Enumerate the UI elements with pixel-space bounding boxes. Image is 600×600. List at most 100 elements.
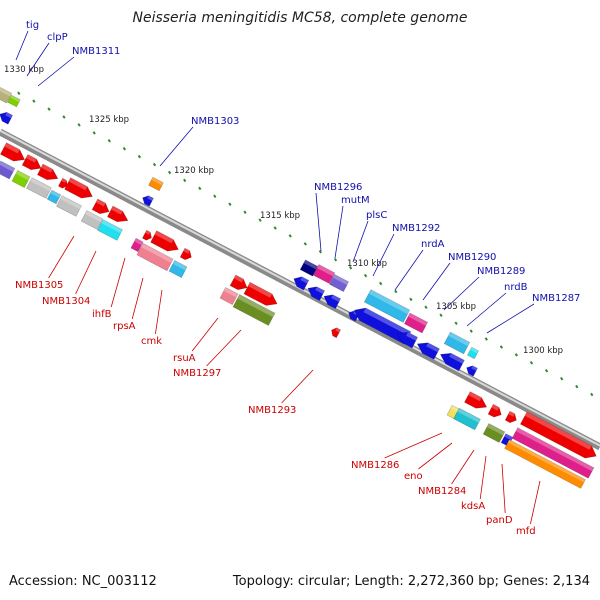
gene-labels: tigclpPNMB1311NMB1303NMB1296mutMplsCNMB1… bbox=[15, 20, 580, 537]
forward-gene-6 bbox=[0, 160, 16, 180]
reverse-gene-label: nrdB bbox=[504, 282, 528, 293]
ruler-tick bbox=[439, 313, 443, 317]
forward-gene-8 bbox=[26, 177, 52, 199]
reverse-gene-8 bbox=[328, 273, 350, 293]
reverse-gene-label: nrdA bbox=[421, 239, 445, 250]
ruler-tick bbox=[288, 234, 292, 238]
ruler-tick bbox=[484, 337, 488, 341]
ruler-tick bbox=[363, 273, 368, 278]
forward-gene-label: NMB1304 bbox=[42, 296, 90, 307]
forward-gene-label: NMB1284 bbox=[418, 486, 466, 497]
ruler-tick bbox=[514, 353, 519, 357]
forward-gene-5 bbox=[64, 177, 93, 199]
ruler-tick bbox=[394, 289, 398, 294]
reverse-gene-2 bbox=[7, 94, 21, 108]
ruler-label: 1300 kbp bbox=[523, 346, 563, 356]
ruler-label: 1330 kbp bbox=[4, 65, 44, 75]
forward-gene-3 bbox=[36, 163, 59, 181]
reverse-leader-line bbox=[394, 249, 424, 291]
forward-gene-13 bbox=[80, 210, 104, 230]
forward-gene-label: NMB1286 bbox=[351, 460, 399, 471]
reverse-leader-line bbox=[15, 30, 29, 61]
forward-gene-34 bbox=[511, 427, 595, 479]
forward-gene-11 bbox=[91, 198, 110, 215]
ruler-tick bbox=[213, 194, 217, 199]
reverse-gene-17 bbox=[416, 342, 440, 360]
accession-label: Accession: NC_003112 bbox=[9, 574, 157, 589]
forward-gene-label: ihfB bbox=[92, 309, 112, 320]
forward-gene-33 bbox=[519, 411, 597, 459]
reverse-gene-label: tig bbox=[26, 20, 39, 31]
reverse-gene-3 bbox=[0, 111, 14, 125]
ruler-tick bbox=[62, 115, 66, 119]
reverse-gene-6 bbox=[299, 259, 319, 277]
ruler-tick bbox=[590, 392, 594, 397]
ruler-tick bbox=[379, 281, 383, 286]
ruler-tick bbox=[152, 162, 157, 167]
forward-gene-17 bbox=[179, 247, 192, 261]
reverse-leader-line bbox=[334, 205, 344, 259]
forward-gene-22 bbox=[243, 281, 278, 306]
forward-leader-line bbox=[530, 480, 541, 525]
reverse-gene-label: NMB1303 bbox=[191, 116, 239, 127]
forward-gene-26 bbox=[464, 391, 488, 409]
ruler-tick bbox=[529, 361, 534, 365]
ruler-tick bbox=[560, 376, 564, 381]
ruler-tick bbox=[575, 384, 579, 389]
ruler-tick bbox=[47, 107, 51, 111]
forward-gene-16 bbox=[150, 230, 179, 252]
forward-gene-10 bbox=[56, 195, 82, 217]
reverse-gene-14 bbox=[403, 312, 429, 334]
ruler-tick bbox=[32, 99, 36, 103]
forward-gene-21 bbox=[229, 274, 248, 291]
ruler-tick bbox=[228, 202, 232, 206]
forward-gene-15 bbox=[141, 229, 152, 241]
reverse-gene-label: plsC bbox=[366, 210, 387, 221]
ruler-tick bbox=[469, 329, 473, 333]
forward-leader-line bbox=[206, 329, 242, 367]
forward-gene-9 bbox=[46, 189, 62, 205]
forward-gene-27 bbox=[487, 403, 502, 418]
ruler-label: 1325 kbp bbox=[89, 115, 129, 125]
ruler-label: 1315 kbp bbox=[260, 211, 300, 221]
reverse-gene-4 bbox=[148, 176, 164, 192]
forward-gene-35 bbox=[504, 439, 586, 489]
forward-leader-line bbox=[451, 449, 475, 485]
gene-features bbox=[0, 86, 597, 489]
ruler-tick bbox=[107, 139, 111, 143]
ruler-label: 1320 kbp bbox=[174, 166, 214, 176]
ruler-tick bbox=[183, 178, 187, 183]
reverse-gene-21 bbox=[466, 365, 478, 377]
forward-gene-label: panD bbox=[486, 515, 513, 526]
backbone-shadow bbox=[0, 128, 600, 451]
ruler-tick bbox=[243, 210, 247, 214]
forward-gene-label: rpsA bbox=[113, 321, 136, 332]
ruler-tick bbox=[122, 146, 127, 151]
ruler-tick bbox=[454, 321, 458, 325]
ruler-tick bbox=[318, 250, 323, 254]
ruler-tick bbox=[167, 170, 172, 175]
reverse-gene-label: NMB1290 bbox=[448, 252, 496, 263]
reverse-leader-line bbox=[352, 220, 369, 263]
ruler-tick bbox=[198, 186, 202, 191]
reverse-gene-18 bbox=[439, 352, 465, 372]
forward-gene-31 bbox=[482, 423, 506, 443]
reverse-leader-line bbox=[26, 42, 50, 77]
forward-gene-14 bbox=[97, 219, 123, 241]
reverse-leader-line bbox=[315, 192, 322, 252]
reverse-gene-label: NMB1287 bbox=[532, 293, 580, 304]
topology-label: Topology: circular; Length: 2,272,360 bp… bbox=[232, 574, 590, 589]
forward-leader-line bbox=[479, 455, 487, 500]
forward-gene-label: kdsA bbox=[461, 501, 485, 512]
ruler-tick bbox=[137, 154, 142, 159]
forward-leader-line bbox=[501, 463, 506, 514]
forward-gene-1 bbox=[0, 142, 26, 162]
reverse-gene-label: clpP bbox=[47, 32, 68, 43]
reverse-gene-1 bbox=[0, 86, 13, 104]
forward-leader-line bbox=[48, 235, 75, 279]
forward-leader-line bbox=[110, 257, 126, 308]
reverse-leader-line bbox=[372, 233, 395, 277]
ruler-tick bbox=[273, 226, 277, 230]
forward-gene-20 bbox=[168, 259, 188, 279]
